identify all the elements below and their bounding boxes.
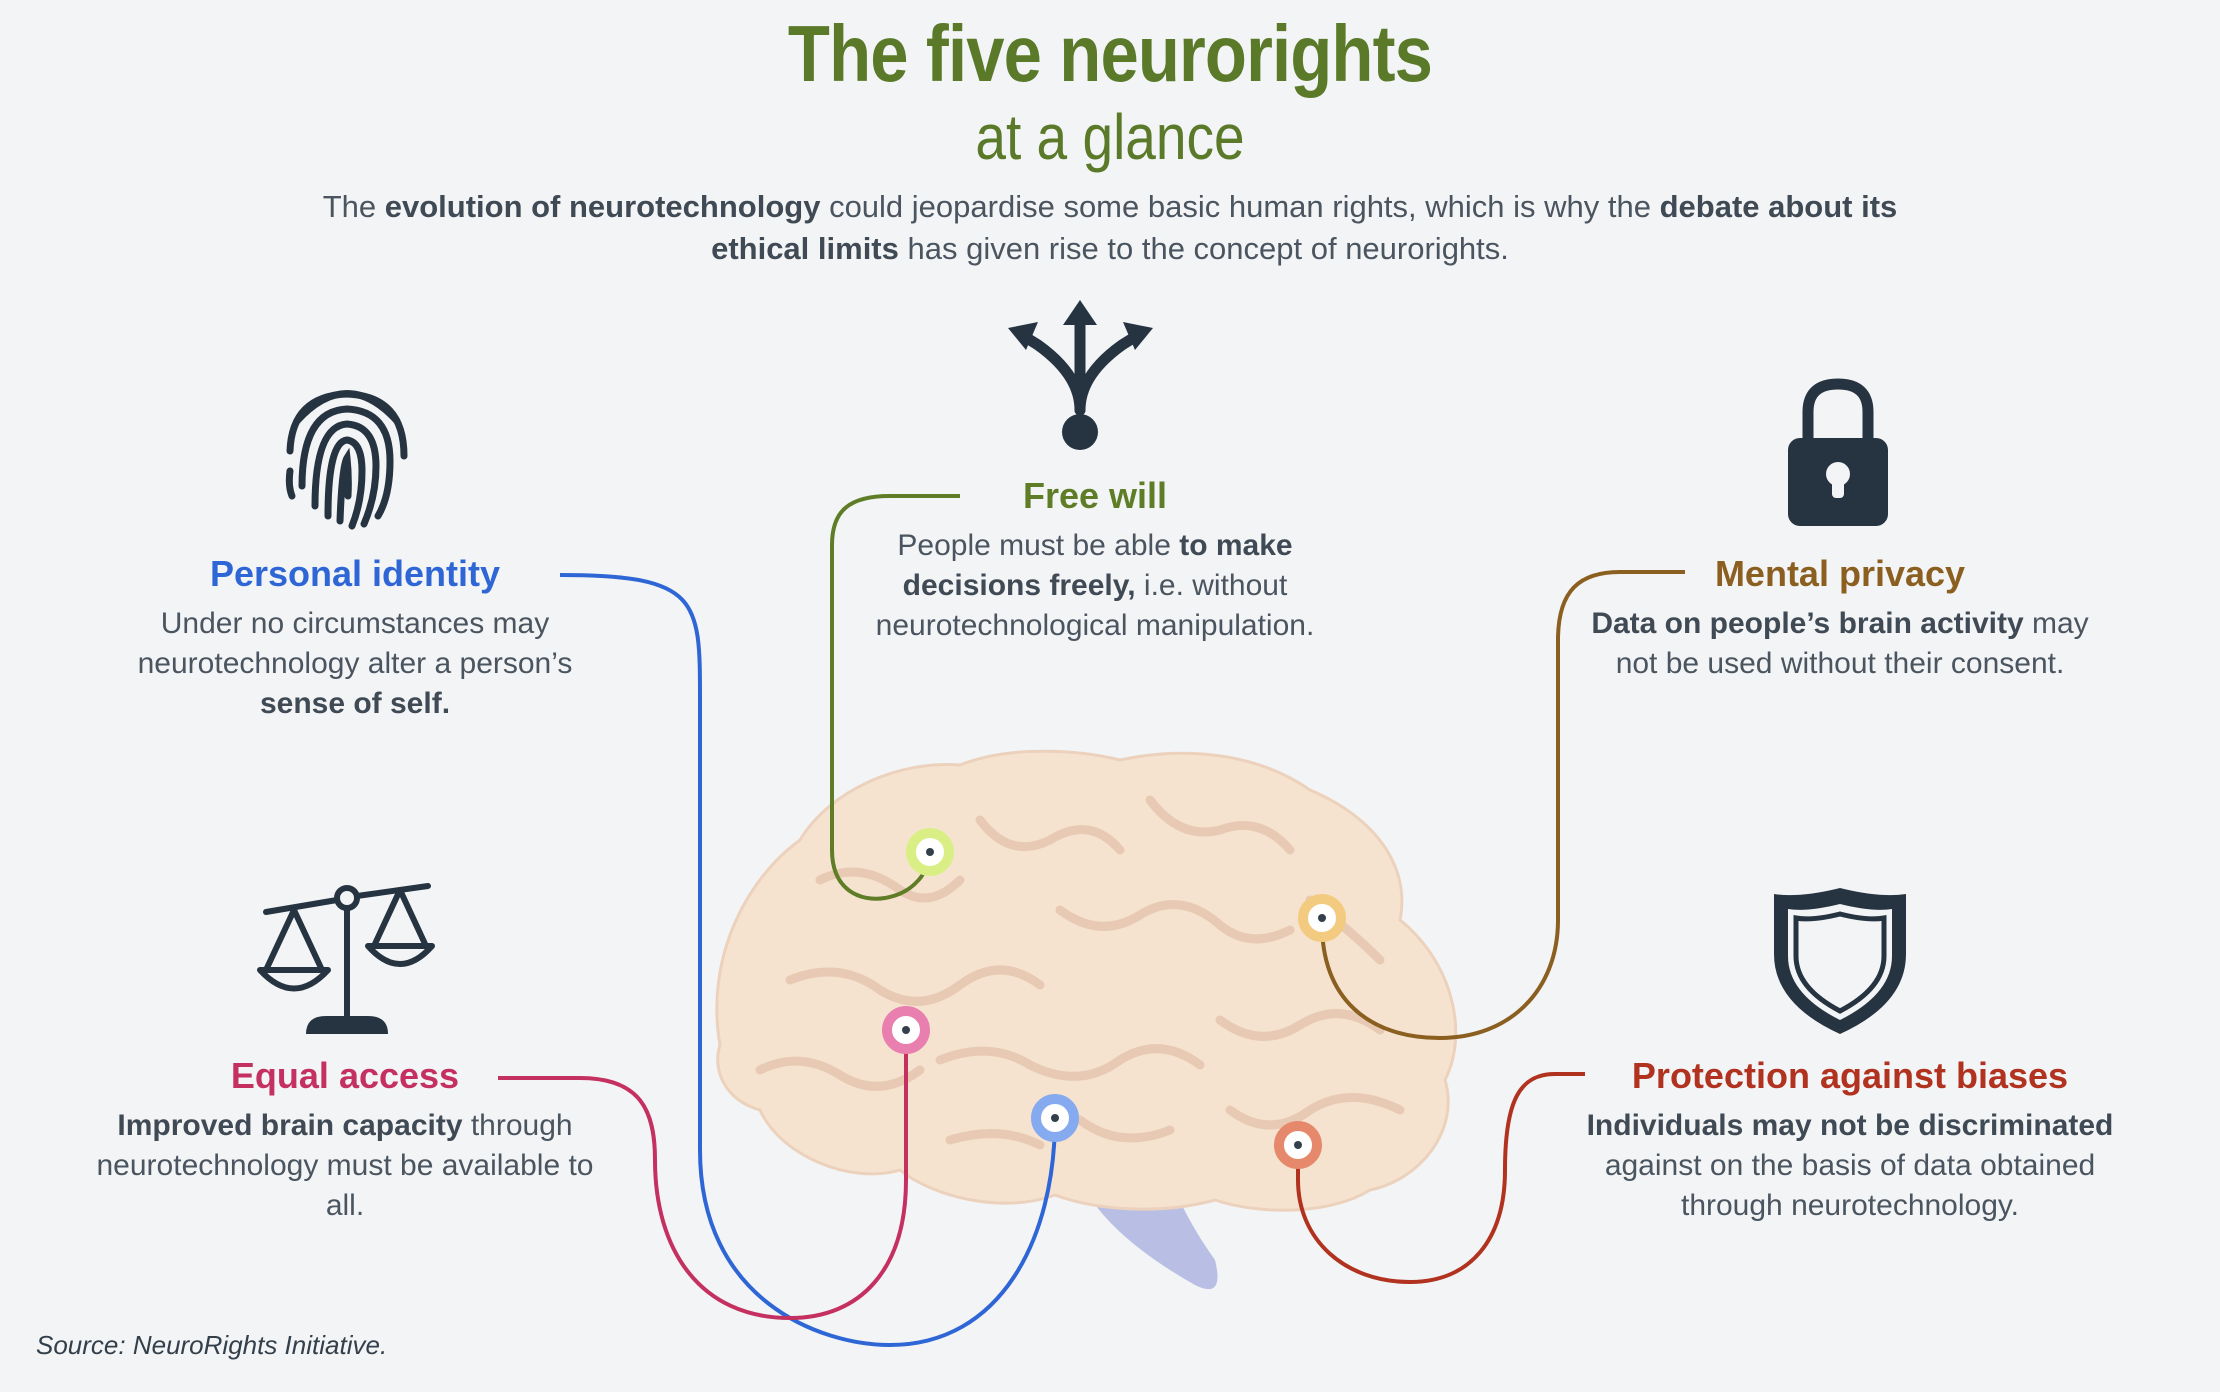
intro-text: The evolution of neurotechnology could j… <box>300 186 1920 270</box>
title-sub: at a glance <box>975 101 1245 173</box>
personal-identity-description: Under no circumstances may neurotechnolo… <box>100 604 610 724</box>
padlock-icon <box>1788 378 1888 526</box>
equal-access-block: Equal access Improved brain capacity thr… <box>90 1054 600 1226</box>
protection-biases-line <box>1296 1072 1585 1285</box>
description-bold: Improved brain capacity <box>117 1109 463 1142</box>
description-part: i.e. without neurotechnological manipula… <box>875 569 1315 642</box>
personal-identity-line <box>559 573 1057 1348</box>
description-part: People must be able <box>897 529 1180 562</box>
description-part: may not be used without their consent. <box>1615 607 2089 680</box>
personal-identity-title: Personal identity <box>209 553 501 594</box>
free-will-line <box>830 494 960 901</box>
protection-biases-title: Protection against biases <box>1631 1055 2069 1096</box>
protection-biases-node <box>1274 1121 1322 1169</box>
equal-access-title: Equal access <box>230 1055 460 1096</box>
intro-part: The <box>322 189 385 224</box>
mental-privacy-block: Mental privacy Data on people’s brain ac… <box>1580 552 2100 684</box>
brain-illustration <box>715 749 1458 1290</box>
mental-privacy-description: Data on people’s brain activity may not … <box>1580 604 2100 684</box>
intro-part: has given rise to the concept of neurori… <box>898 231 1509 266</box>
mental-privacy-title: Mental privacy <box>1714 553 1966 594</box>
source-note: Source: NeuroRights Initiative. <box>36 1330 388 1360</box>
protection-biases-block: Protection against biases Individuals ma… <box>1550 1054 2150 1226</box>
intro-bold: debate about its ethical limits <box>711 189 1898 266</box>
shield-icon <box>1774 888 1906 1034</box>
free-will-description: People must be able to make decisions fr… <box>850 526 1340 646</box>
description-bold: sense of self. <box>259 687 451 720</box>
protection-biases-description: Individuals may not be discriminated aga… <box>1550 1106 2150 1226</box>
equal-access-node <box>882 1006 930 1054</box>
equal-access-line <box>498 1030 908 1321</box>
page-title: The five neurorights at a glance <box>0 6 2220 172</box>
mental-privacy-line <box>1319 570 1685 1041</box>
equal-access-description: Improved brain capacity through neurotec… <box>90 1106 600 1226</box>
intro-bold: evolution of neurotechnology <box>384 189 821 224</box>
description-bold: to make decisions freely, <box>902 529 1293 602</box>
free-will-title: Free will <box>1022 475 1168 516</box>
free-will-block: Free will People must be able to make de… <box>850 474 1340 646</box>
branching-arrows-icon <box>1008 300 1153 450</box>
mental-privacy-node <box>1298 894 1346 942</box>
description-bold: Data on people’s brain activity <box>1591 607 2024 640</box>
description-part: against on the basis of data obtained th… <box>1604 1149 2096 1222</box>
description-part: through neurotechnology must be availabl… <box>96 1109 594 1222</box>
personal-identity-node <box>1031 1094 1079 1142</box>
description-part: Under no circumstances may neurotechnolo… <box>137 607 573 680</box>
description-bold: Individuals may not be discriminated <box>1586 1109 2114 1142</box>
scales-icon <box>257 883 435 1034</box>
personal-identity-block: Personal identity Under no circumstances… <box>100 552 610 724</box>
title-main: The five neurorights <box>787 9 1433 98</box>
free-will-node <box>906 828 954 876</box>
intro-part: could jeopardise some basic human rights… <box>820 189 1660 224</box>
fingerprint-icon <box>285 390 408 530</box>
